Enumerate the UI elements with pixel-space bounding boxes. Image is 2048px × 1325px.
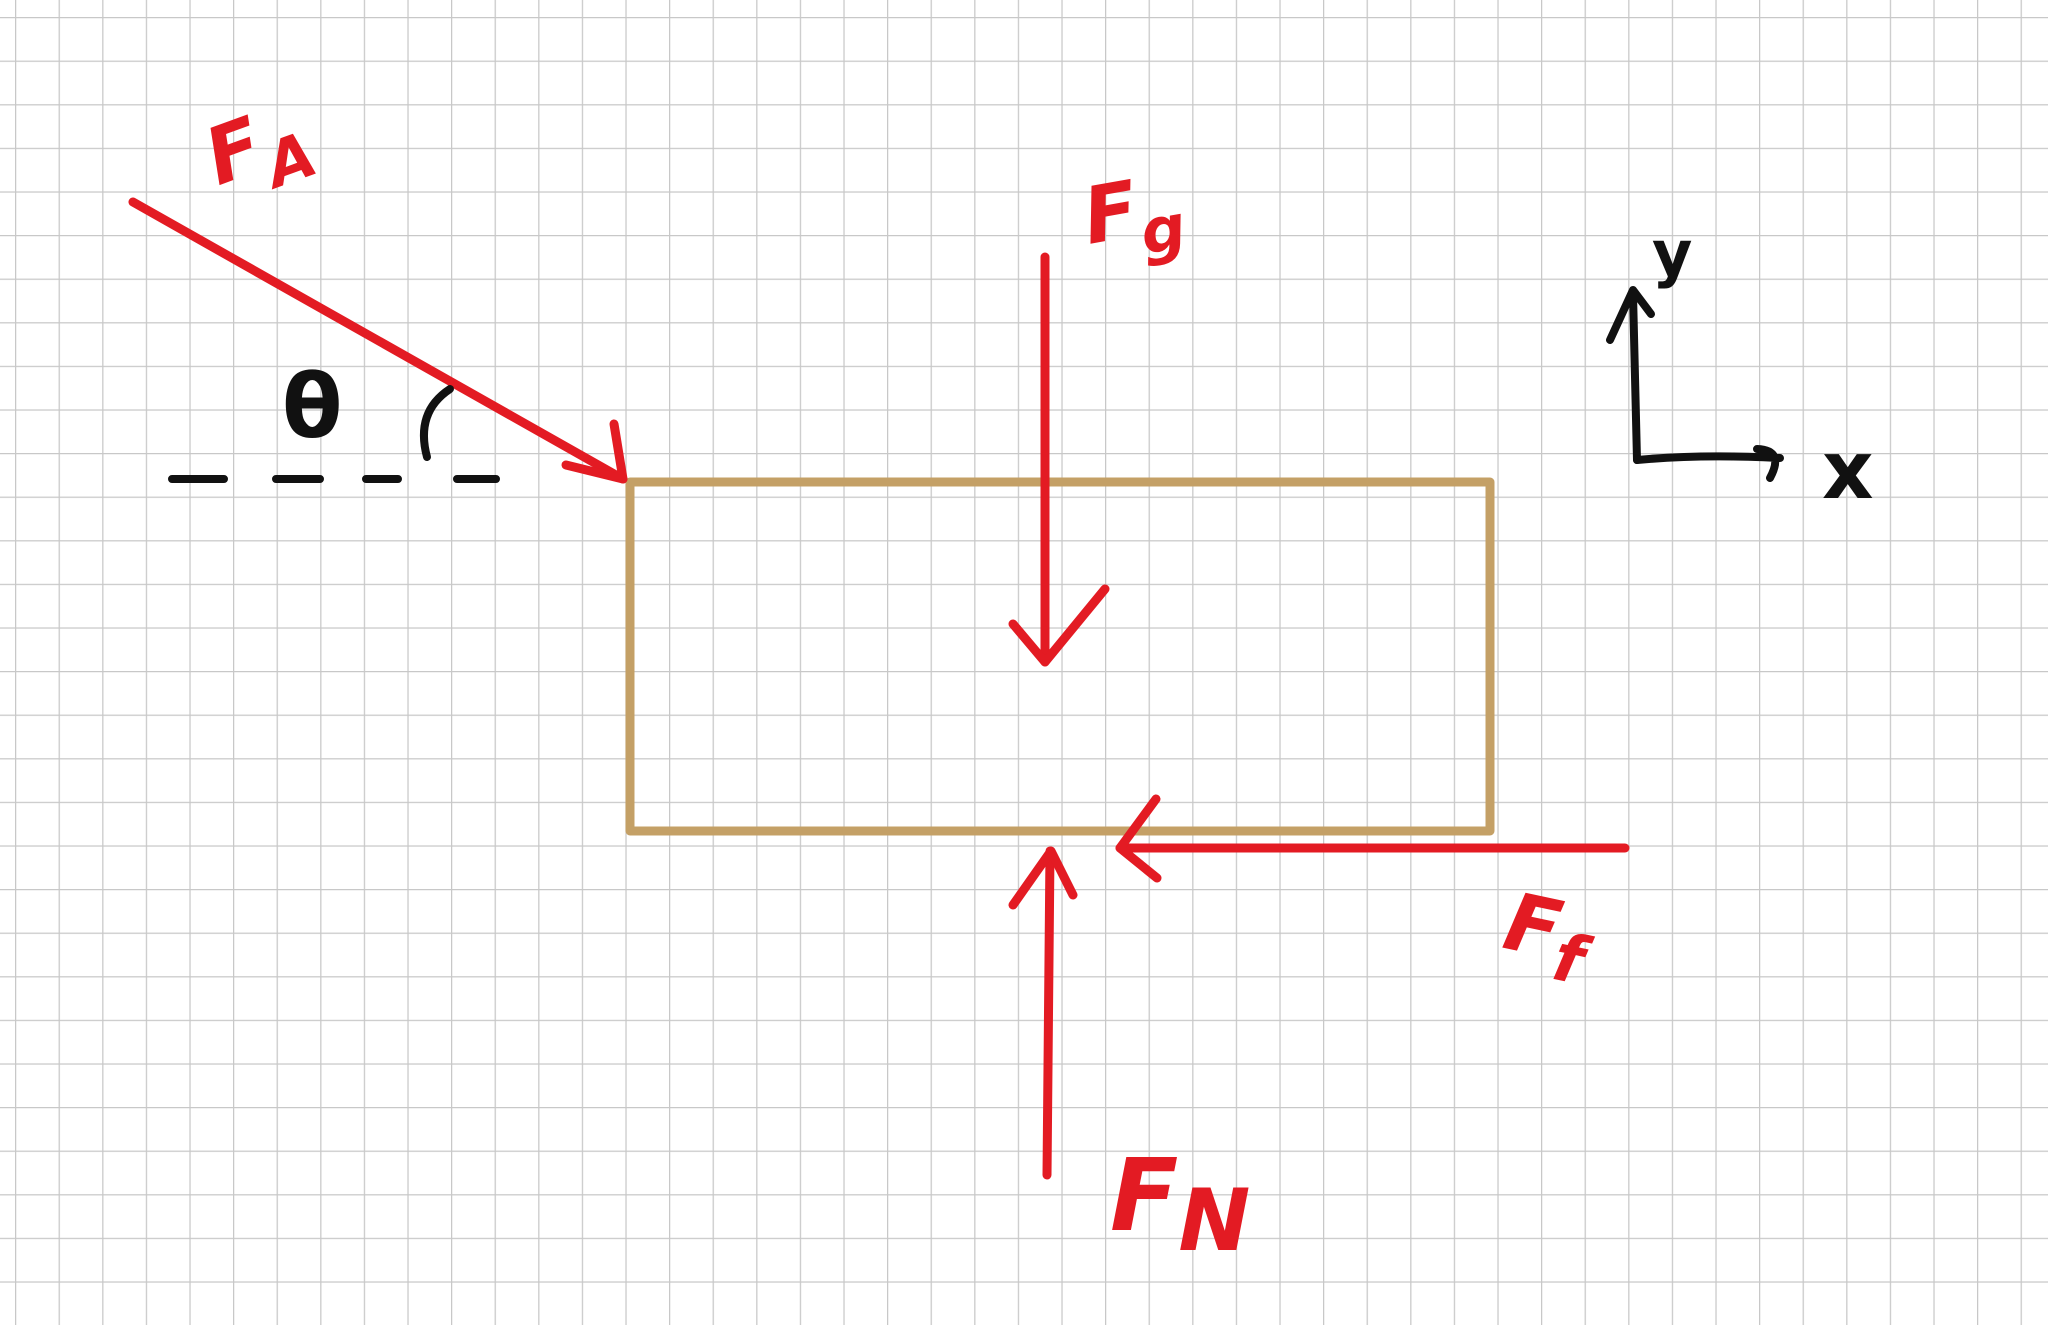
friction-force-arrow [1115,794,1630,883]
block [625,477,1495,836]
angle-arc [420,385,454,461]
y-axis-label: y [1652,217,1692,290]
x-axis-label: x [1822,424,1874,517]
angle-label: θ [282,355,342,458]
y-axis-arrow [1606,286,1655,464]
gravity-force-arrow [1008,252,1110,667]
applied-force-arrow [128,197,628,484]
x-axis-arrow [1633,445,1784,482]
coordinate-axes [1606,286,1784,482]
normal-force-arrow [1008,846,1078,1180]
normal-force-label: FN [1110,1137,1250,1271]
